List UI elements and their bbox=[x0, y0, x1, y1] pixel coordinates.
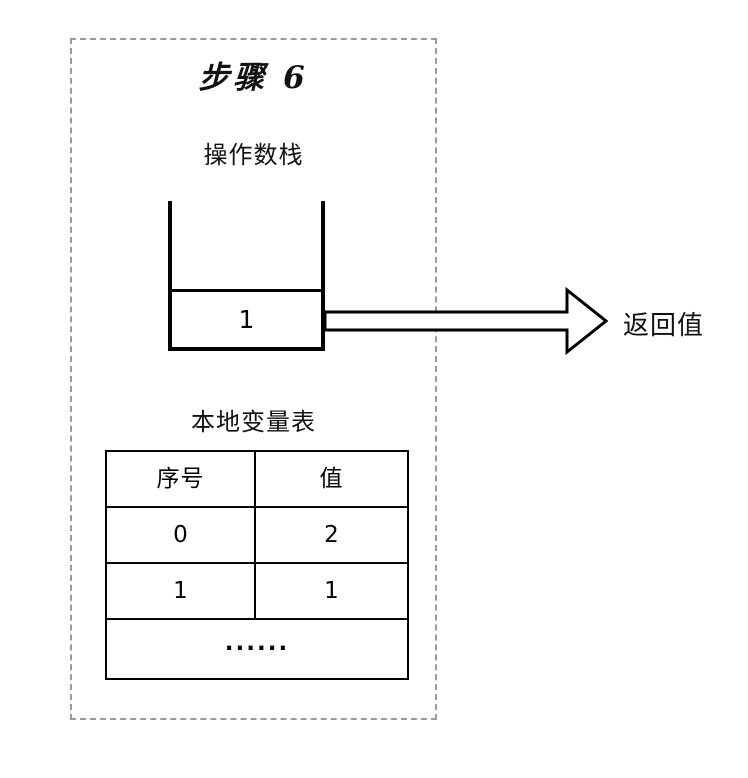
table-header-row: 序号 值 bbox=[105, 450, 409, 508]
step-frame-dashed-border bbox=[70, 38, 437, 720]
column-header-value: 值 bbox=[254, 450, 409, 508]
stack-right-wall bbox=[321, 201, 325, 351]
cell-ellipsis: ······ bbox=[105, 618, 409, 680]
cell-value-0: 2 bbox=[254, 506, 409, 564]
cell-index-1: 1 bbox=[105, 562, 256, 620]
operand-stack-label: 操作数栈 bbox=[203, 141, 304, 169]
local-variable-table-body: 序号 值 0 2 1 1 ······ bbox=[105, 450, 409, 680]
return-value-arrow bbox=[323, 286, 608, 358]
table-row-ellipsis: ······ bbox=[105, 618, 409, 680]
table-row: 0 2 bbox=[105, 506, 409, 564]
stack-slot-divider bbox=[168, 289, 325, 292]
stack-left-wall bbox=[168, 201, 172, 351]
stack-floor bbox=[168, 347, 325, 351]
column-header-index: 序号 bbox=[105, 450, 256, 508]
page-title: 步骤 6 bbox=[198, 60, 309, 96]
cell-value-1: 1 bbox=[254, 562, 409, 620]
local-variable-table-label: 本地变量表 bbox=[191, 408, 316, 436]
stack-slot-value: 1 bbox=[238, 305, 255, 334]
operand-stack: 1 bbox=[168, 201, 325, 351]
cell-index-0: 0 bbox=[105, 506, 256, 564]
table-row: 1 1 bbox=[105, 562, 409, 620]
local-variable-table: 序号 值 0 2 1 1 ······ bbox=[105, 450, 409, 680]
return-value-label: 返回值 bbox=[623, 311, 705, 341]
block-arrow-icon bbox=[323, 286, 608, 356]
